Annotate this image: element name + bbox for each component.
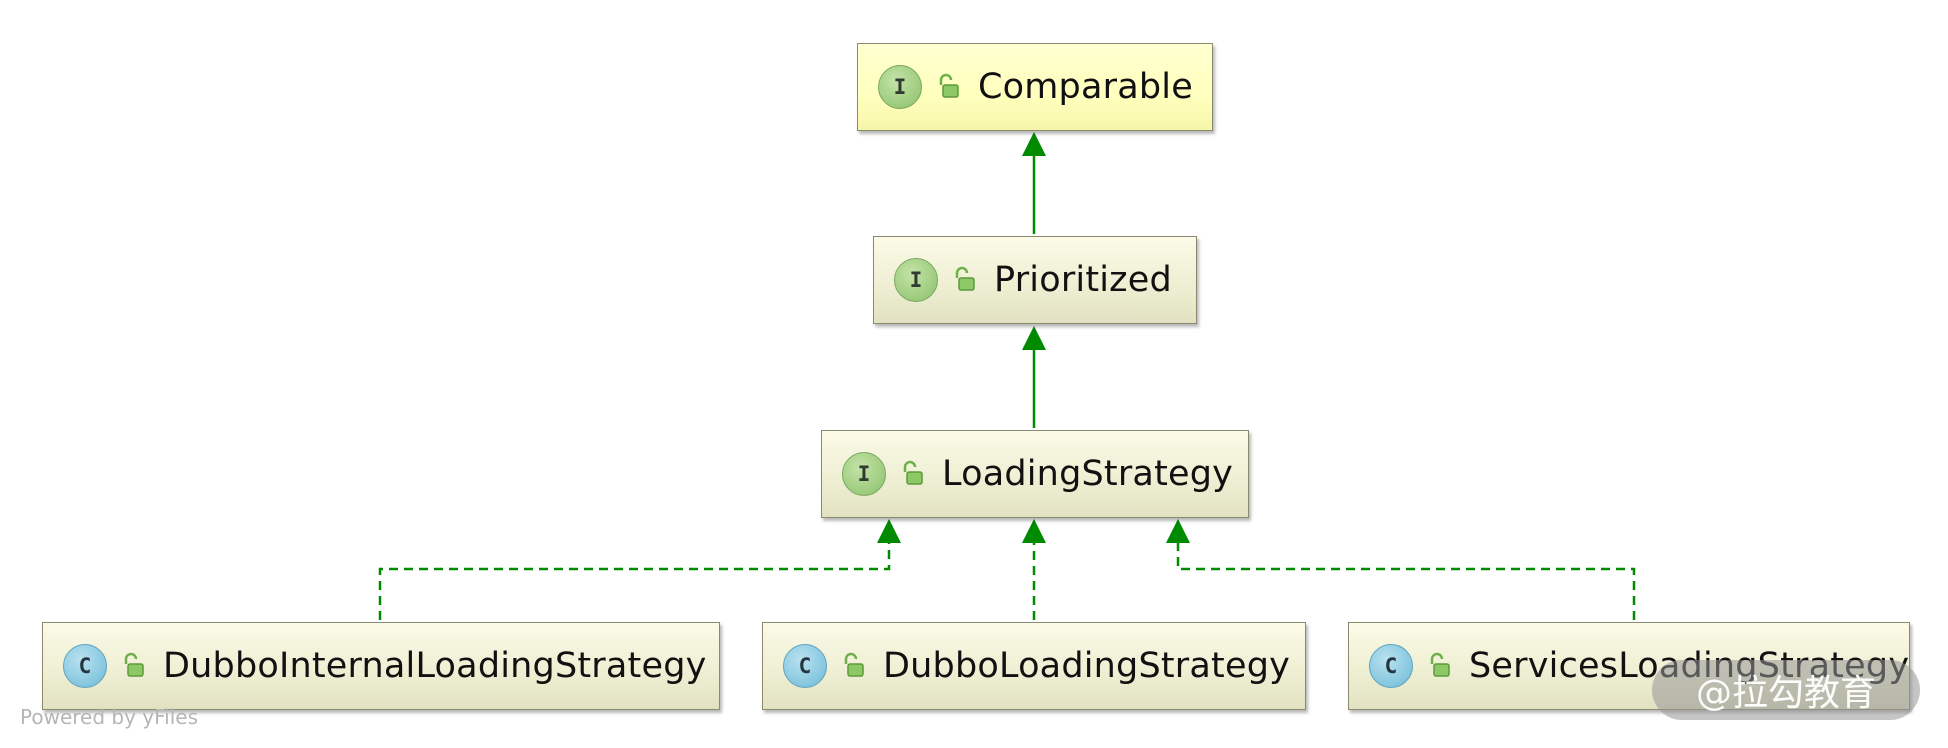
node-loadingstrategy[interactable]: I LoadingStrategy xyxy=(821,430,1249,518)
class-icon: C xyxy=(63,644,107,688)
edge-dubbointernal-implements-loadingstrategy xyxy=(378,519,901,620)
interface-icon: I xyxy=(842,452,886,496)
node-label: LoadingStrategy xyxy=(942,454,1234,494)
interface-icon: I xyxy=(894,258,938,302)
node-label: Comparable xyxy=(978,67,1193,107)
class-icon: C xyxy=(1369,644,1413,688)
edge-loadingstrategy-extends-prioritized xyxy=(1022,326,1046,428)
node-label: Prioritized xyxy=(994,260,1172,300)
node-prioritized[interactable]: I Prioritized xyxy=(873,236,1197,324)
node-label: DubboLoadingStrategy xyxy=(883,646,1291,686)
interface-icon: I xyxy=(878,65,922,109)
public-lock-icon xyxy=(1430,652,1450,677)
node-dubbointernalloadingstrategy[interactable]: C DubboInternalLoadingStrategy xyxy=(42,622,720,710)
node-label: DubboInternalLoadingStrategy xyxy=(163,646,707,686)
public-lock-icon xyxy=(124,652,144,677)
watermark: @拉勾教育 xyxy=(1652,660,1920,720)
public-lock-icon xyxy=(939,73,959,98)
public-lock-icon xyxy=(955,266,975,291)
powered-by-credit: Powered by yFiles xyxy=(20,705,198,729)
edge-prioritized-extends-comparable xyxy=(1022,132,1046,234)
edge-servicesloading-implements-loadingstrategy xyxy=(1166,519,1636,620)
node-dubboloadingstrategy[interactable]: C DubboLoadingStrategy xyxy=(762,622,1306,710)
edge-dubboloading-implements-loadingstrategy xyxy=(1022,519,1046,620)
watermark-text: @拉勾教育 xyxy=(1695,673,1876,714)
public-lock-icon xyxy=(844,652,864,677)
public-lock-icon xyxy=(903,460,923,485)
class-icon: C xyxy=(783,644,827,688)
node-comparable[interactable]: I Comparable xyxy=(857,43,1213,131)
